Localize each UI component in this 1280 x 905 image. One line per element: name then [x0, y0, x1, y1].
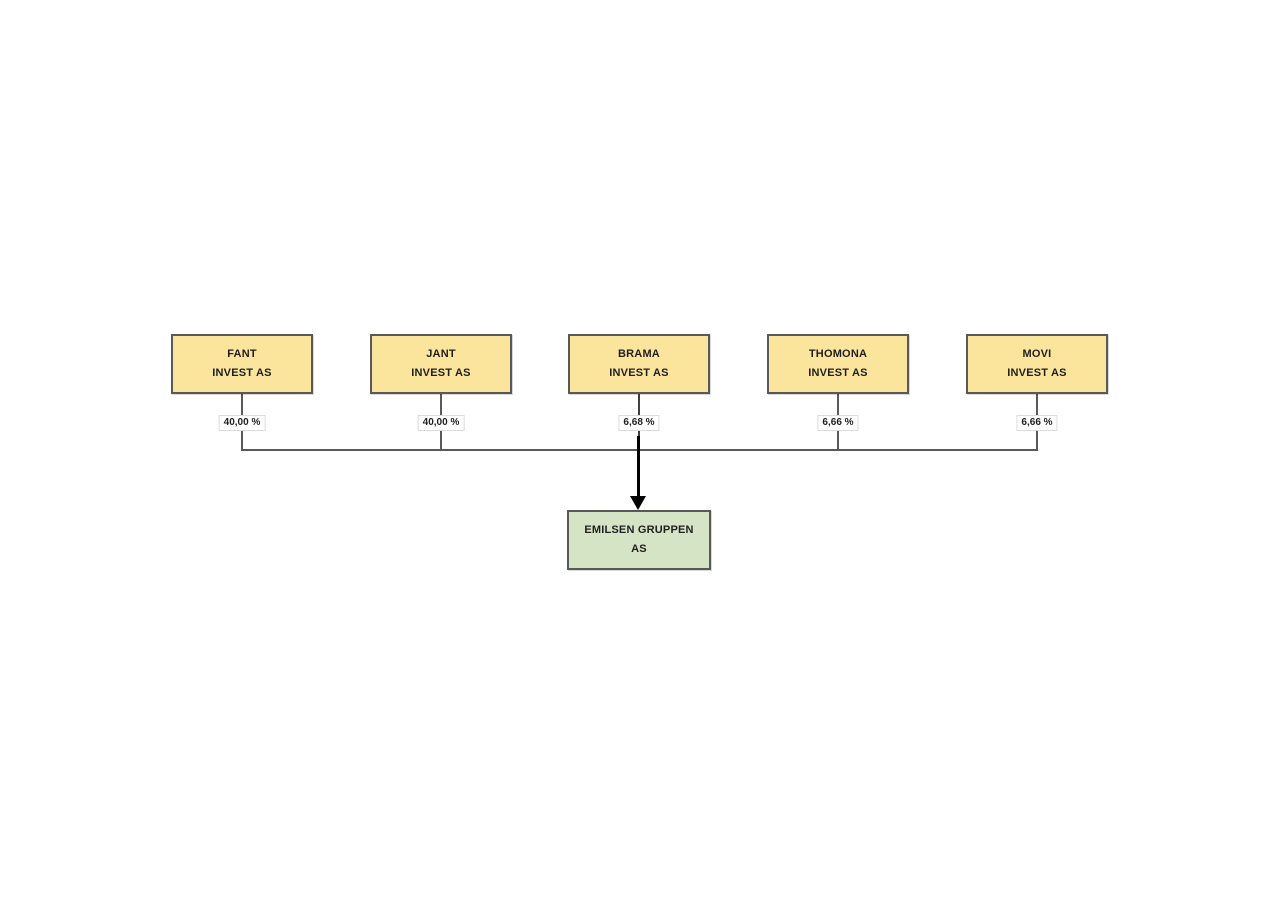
down-arrow-icon [630, 496, 646, 510]
target-name-line1: EMILSEN GRUPPEN [584, 524, 694, 536]
percent-label-thomona: 6,66 % [817, 415, 859, 431]
target-box-emilsen-gruppen: EMILSEN GRUPPEN AS [567, 510, 711, 570]
owner-name-line2: INVEST AS [1007, 367, 1067, 379]
target-name-line2: AS [631, 543, 647, 555]
owner-name-line2: INVEST AS [808, 367, 868, 379]
owner-name-line1: BRAMA [618, 348, 660, 360]
owner-name-line2: INVEST AS [411, 367, 471, 379]
owner-box-thomona: THOMONA INVEST AS [767, 334, 909, 394]
percent-label-jant: 40,00 % [417, 415, 465, 431]
percent-label-brama: 6,68 % [618, 415, 660, 431]
owner-name-line2: INVEST AS [212, 367, 272, 379]
owner-box-jant: JANT INVEST AS [370, 334, 512, 394]
owner-box-fant: FANT INVEST AS [171, 334, 313, 394]
owner-name-line1: JANT [426, 348, 456, 360]
down-arrow-stem [637, 436, 640, 497]
owner-name-line1: FANT [227, 348, 257, 360]
percent-label-fant: 40,00 % [218, 415, 266, 431]
owner-box-brama: BRAMA INVEST AS [568, 334, 710, 394]
owner-name-line2: INVEST AS [609, 367, 669, 379]
owner-name-line1: MOVI [1022, 348, 1052, 360]
percent-label-movi: 6,66 % [1016, 415, 1058, 431]
owner-name-line1: THOMONA [808, 348, 868, 360]
owner-box-movi: MOVI INVEST AS [966, 334, 1108, 394]
